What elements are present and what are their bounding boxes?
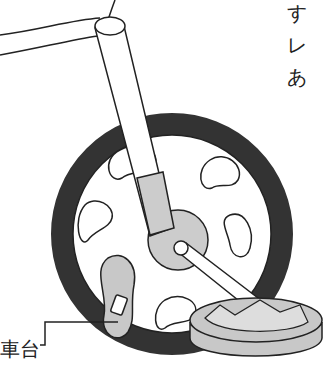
frame-bar xyxy=(0,36,98,55)
pad-cloth xyxy=(205,300,308,331)
wheel-hole xyxy=(224,214,251,257)
fork-collar xyxy=(137,172,174,235)
wheel-hole xyxy=(201,157,240,189)
rod-end xyxy=(174,241,188,255)
fork-top xyxy=(95,17,125,35)
note-text: す xyxy=(287,2,307,24)
pad-top xyxy=(190,298,322,342)
part-label: 車台 xyxy=(0,338,40,360)
frame-bar xyxy=(0,18,100,35)
note-text: レ xyxy=(287,34,307,56)
leader-line xyxy=(40,322,118,345)
gray-part xyxy=(101,256,135,338)
slot xyxy=(110,294,127,315)
note-text: あ xyxy=(287,66,307,88)
wheel-hole xyxy=(78,201,112,242)
